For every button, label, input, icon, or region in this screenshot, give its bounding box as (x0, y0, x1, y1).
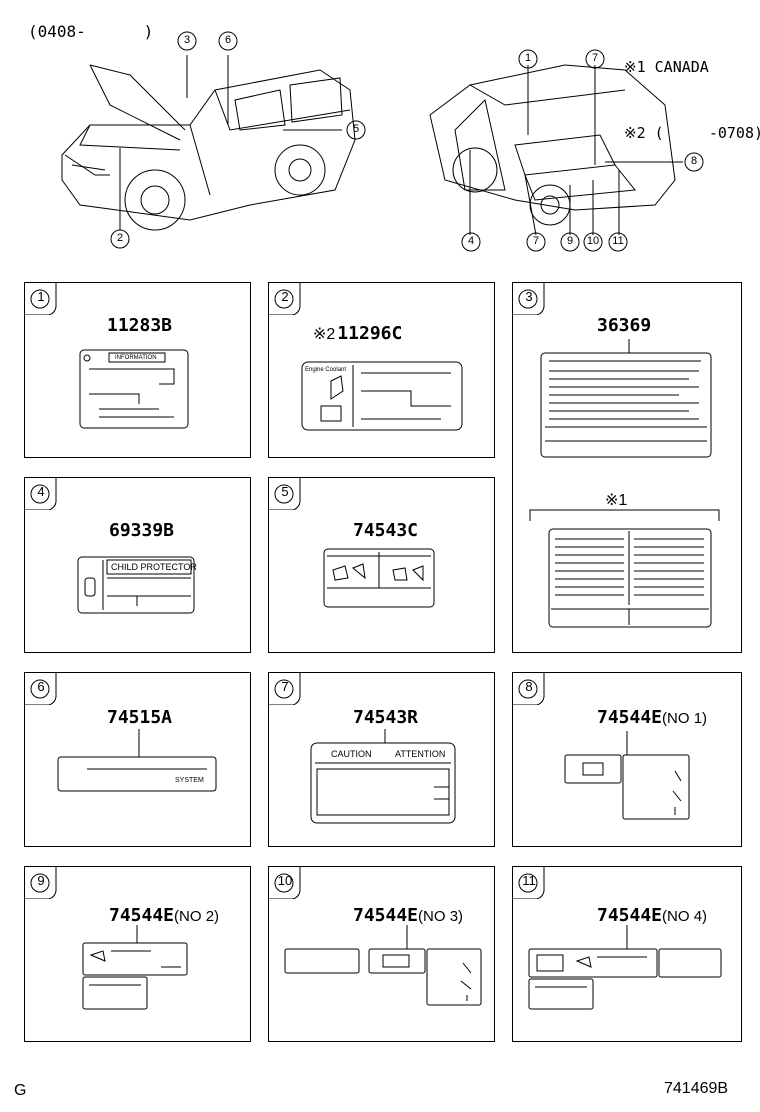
callout-6: 6 (218, 31, 238, 51)
part-number: 74543C (353, 520, 419, 541)
panel-number: 10 (269, 867, 301, 899)
callout-7-bottom: 7 (526, 232, 546, 252)
panel-9: 9 74544E(NO 2) (24, 866, 251, 1042)
label-drawing (82, 925, 188, 1010)
panel-11: 11 74544E(NO 4) (512, 866, 742, 1042)
callout-8: 8 (684, 152, 704, 172)
part-number: 74544E(NO 1) (597, 707, 708, 728)
label-drawing (528, 925, 722, 1010)
label-drawing (79, 349, 189, 429)
label-drawing (540, 339, 712, 458)
panel-number: 7 (269, 673, 301, 705)
label-drawing (301, 361, 463, 431)
callout-10: 10 (583, 232, 603, 252)
callout-11: 11 (608, 232, 628, 252)
callout-3: 3 (177, 31, 197, 51)
label-text: INFORMATION (115, 355, 157, 361)
part-number: 74543R (353, 707, 419, 728)
label-text-attention: ATTENTION (395, 749, 446, 759)
date-range: (0408- ) (28, 22, 154, 41)
label-drawing (77, 556, 195, 614)
label-drawing-canada (529, 509, 720, 628)
footer-letter: G (14, 1082, 27, 1099)
callout-9: 9 (560, 232, 580, 252)
panel-6: 6 74515A SYSTEM (24, 672, 251, 847)
label-drawing (564, 731, 690, 820)
panel-4: 4 69339B CHILD PROTECTOR (24, 477, 251, 653)
part-number: 36369 (597, 315, 652, 336)
label-drawing (57, 729, 217, 792)
label-drawing (310, 729, 456, 824)
notes: ※1 CANADA ※2 ( -0708) (624, 12, 760, 166)
note-date: ※2 ( -0708) (624, 124, 760, 142)
illustration-code: 741469B (664, 1080, 729, 1097)
panel-10: 10 74544E(NO 3) (268, 866, 495, 1042)
panel-3: 3 36369 ※1 (512, 282, 742, 653)
panel-number: 1 (25, 283, 57, 315)
part-number: 11283B (107, 315, 173, 336)
panel-number: 3 (513, 283, 545, 315)
label-text: CHILD PROTECTOR (111, 562, 197, 572)
panel-number: 2 (269, 283, 301, 315)
callout-1: 1 (518, 49, 538, 69)
panel-number: 9 (25, 867, 57, 899)
callout-7-top: 7 (585, 49, 605, 69)
note-mark: ※2 (313, 326, 336, 343)
rear-vehicle-illustration (429, 64, 683, 236)
part-number: 74515A (107, 707, 173, 728)
callout-2: 2 (110, 229, 130, 249)
panel-1: 1 11283B INFORMATION (24, 282, 251, 458)
note-canada: ※1 CANADA (624, 58, 709, 76)
panel-number: 11 (513, 867, 545, 899)
panel-number: 5 (269, 478, 301, 510)
callout-4: 4 (461, 232, 481, 252)
note-mark: ※1 (605, 492, 628, 509)
label-text: SYSTEM (175, 777, 204, 784)
label-text: Engine Coolant (305, 367, 347, 373)
part-number: 74544E(NO 2) (109, 905, 220, 926)
panel-7: 7 74543R CAUTION ATTENTION (268, 672, 495, 847)
front-vehicle-illustration (61, 55, 356, 231)
panel-number: 4 (25, 478, 57, 510)
part-number: 74544E(NO 3) (353, 905, 464, 926)
part-number: 69339B (109, 520, 175, 541)
callout-5: 5 (346, 120, 366, 140)
panel-5: 5 74543C (268, 477, 495, 653)
label-text-caution: CAUTION (331, 749, 372, 759)
part-number: 74544E(NO 4) (597, 905, 708, 926)
label-drawing (284, 925, 482, 1006)
panel-number: 6 (25, 673, 57, 705)
panel-number: 8 (513, 673, 545, 705)
panel-8: 8 74544E(NO 1) (512, 672, 742, 847)
label-drawing (323, 548, 435, 608)
